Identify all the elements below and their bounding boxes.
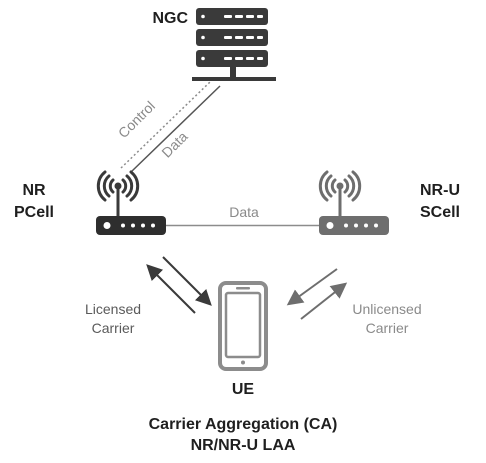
licensed-arrow-up — [146, 264, 196, 314]
caption-line2: NR/NR-U LAA — [191, 437, 296, 454]
scell-label-line1: NR-U — [420, 182, 460, 199]
ue-label: UE — [232, 381, 255, 398]
unlicensed-arrow-up — [300, 282, 348, 320]
unlicensed-carrier-line2: Carrier — [366, 320, 409, 336]
control-link-label: Control — [115, 98, 158, 141]
pcell-router-icon — [96, 170, 166, 235]
smartphone-icon — [218, 281, 268, 371]
scell-label-line2: SCell — [420, 204, 460, 221]
data-cells-link-label: Data — [229, 204, 259, 220]
licensed-carrier-line1: Licensed — [85, 301, 141, 317]
unlicensed-carrier-line1: Unlicensed — [352, 301, 421, 317]
pcell-label-line1: NR — [22, 182, 46, 199]
caption-line1: Carrier Aggregation (CA) — [149, 416, 338, 433]
licensed-carrier-line2: Carrier — [92, 320, 135, 336]
data-core-link-label: Data — [158, 128, 190, 160]
ngc-label: NGC — [152, 10, 188, 27]
pcell-label-line2: PCell — [14, 204, 54, 221]
server-icon — [192, 8, 276, 81]
unlicensed-arrow-down — [286, 268, 338, 306]
data-core-link-line — [130, 85, 221, 173]
licensed-arrow-down — [162, 256, 212, 306]
scell-router-icon — [318, 170, 389, 235]
